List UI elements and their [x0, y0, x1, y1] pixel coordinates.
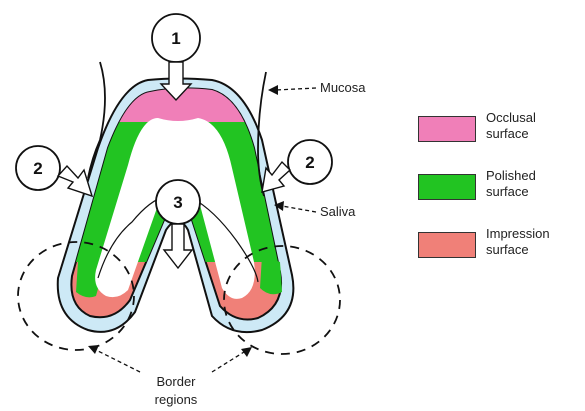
legend-swatch-polished: [418, 174, 476, 200]
saliva-label: Saliva: [320, 204, 356, 219]
legend-item-polished: Polished surface: [418, 168, 583, 226]
legend-label-impression-line2: surface: [486, 242, 581, 258]
legend-label-polished-line1: Polished: [486, 168, 581, 184]
mucosa-arrowhead: [268, 85, 278, 95]
saliva-pointer: [282, 206, 316, 212]
legend-label-polished-line2: surface: [486, 184, 581, 200]
border-label-line1: Border: [156, 374, 196, 389]
polished-flange-right: [260, 256, 282, 294]
border-pointer-right: [212, 352, 244, 372]
marker-2-left-text: 2: [33, 159, 42, 178]
marker-1-text: 1: [171, 29, 180, 48]
legend-label-impression-line1: Impression: [486, 226, 581, 242]
legend-item-occlusal: Occlusal surface: [418, 110, 583, 168]
border-arrowhead-left: [88, 345, 99, 354]
mucosa-label: Mucosa: [320, 80, 366, 95]
border-pointer-left: [96, 350, 140, 372]
legend-label-occlusal-line2: surface: [486, 126, 581, 142]
legend-swatch-occlusal: [418, 116, 476, 142]
legend-swatch-impression: [418, 232, 476, 258]
legend-label-impression: Impression surface: [486, 226, 581, 258]
legend-item-impression: Impression surface: [418, 226, 583, 284]
legend-label-polished: Polished surface: [486, 168, 581, 200]
legend: Occlusal surface Polished surface Impres…: [418, 110, 583, 284]
marker-2-right-text: 2: [305, 153, 314, 172]
border-arrowhead-right: [241, 347, 252, 357]
marker-2-left-arrow: [58, 166, 92, 196]
legend-label-occlusal-line1: Occlusal: [486, 110, 581, 126]
legend-label-occlusal: Occlusal surface: [486, 110, 581, 142]
border-label-line2: regions: [155, 392, 198, 407]
marker-3-text: 3: [173, 193, 182, 212]
mucosa-pointer: [276, 88, 316, 90]
